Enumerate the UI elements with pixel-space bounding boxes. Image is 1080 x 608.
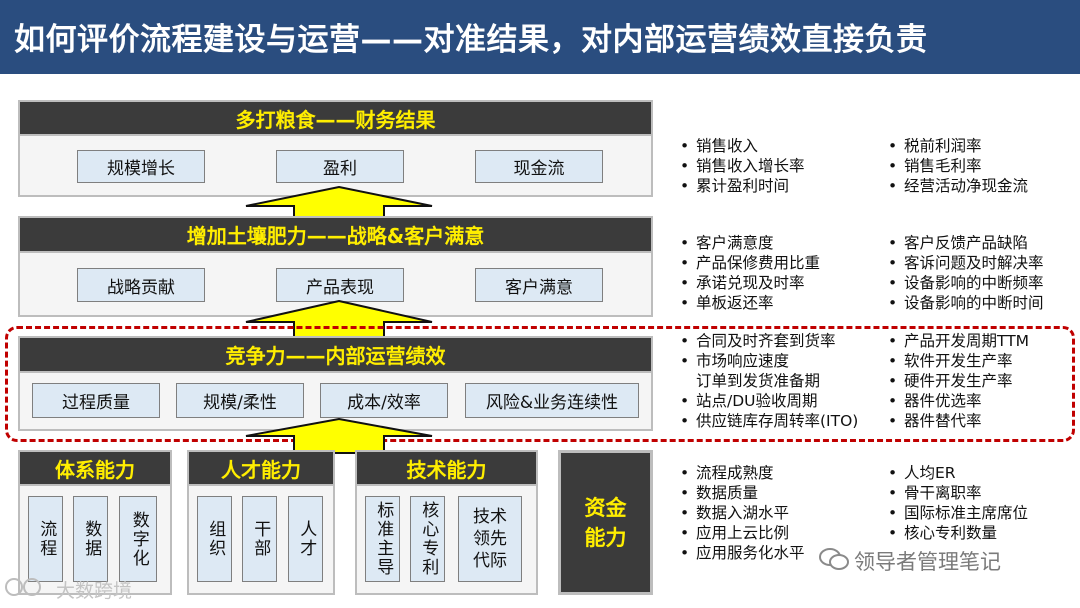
up-arrow-3 <box>245 418 433 454</box>
cap-item-process: 流程 <box>28 496 63 582</box>
metric-item: 客诉问题及时解决率 <box>884 253 1044 273</box>
metric-item: 销售收入 <box>676 136 805 156</box>
cap-item-digital: 数字化 <box>119 496 157 582</box>
cell-product-performance: 产品表现 <box>276 268 404 302</box>
strategy-metrics-right: 客户反馈产品缺陷 客诉问题及时解决率 设备影响的中断频率 设备影响的中断时间 <box>884 233 1044 313</box>
cap-item-standard-lead: 标准主导 <box>365 496 400 582</box>
cell-scale-growth: 规模增长 <box>77 150 205 183</box>
metric-item: 器件替代率 <box>884 411 1029 431</box>
fund-capability-box: 资金 能力 <box>558 450 653 595</box>
talent-capability-header: 人才能力 <box>187 450 335 486</box>
strategy-header: 增加土壤肥力——战略&客户满意 <box>18 216 653 253</box>
metric-item: 数据入湖水平 <box>676 503 805 523</box>
competitive-metrics-right: 产品开发周期TTM 软件开发生产率 硬件开发生产率 器件优选率 器件替代率 <box>884 331 1029 431</box>
metric-item: 数据质量 <box>676 483 805 503</box>
title-bar: 如何评价流程建设与运营——对准结果，对内部运营绩效直接负责 <box>0 0 1080 74</box>
metric-item: 销售毛利率 <box>884 156 1028 176</box>
competitive-header: 竞争力——内部运营绩效 <box>18 336 653 373</box>
watermark-right: 领导者管理笔记 <box>854 550 1001 574</box>
metric-item: 设备影响的中断频率 <box>884 273 1044 293</box>
fund-line-1: 资金 <box>584 495 627 520</box>
metric-item: 应用服务化水平 <box>676 543 805 563</box>
strategy-metrics-left: 客户满意度 产品保修费用比重 承诺兑现及时率 单板返还率 <box>676 233 820 313</box>
watermark-left: 大数跨境 <box>56 580 133 602</box>
financial-metrics-right: 税前利润率 销售毛利率 经营活动净现金流 <box>884 136 1028 196</box>
capability-metrics-left: 流程成熟度 数据质量 数据入湖水平 应用上云比例 应用服务化水平 <box>676 463 805 563</box>
cap-item-core-patent: 核心专利 <box>410 496 445 582</box>
metric-item: 设备影响的中断时间 <box>884 293 1044 313</box>
metric-item: 客户满意度 <box>676 233 820 253</box>
metric-item: 软件开发生产率 <box>884 351 1029 371</box>
metric-item: 累计盈利时间 <box>676 176 805 196</box>
metric-item: 经营活动净现金流 <box>884 176 1028 196</box>
watermark-logo-icon <box>5 578 41 596</box>
cap-item-digital-label: 数字化 <box>128 510 149 568</box>
metric-item: 核心专利数量 <box>884 523 1028 543</box>
financial-metrics-left: 销售收入 销售收入增长率 累计盈利时间 <box>676 136 805 196</box>
fund-line-2: 能力 <box>584 525 627 550</box>
highlight-dashed-frame <box>5 326 1075 442</box>
cell-cashflow: 现金流 <box>475 150 603 183</box>
metric-item: 国际标准主席席位 <box>884 503 1028 523</box>
metric-item: 供应链库存周转率(ITO) <box>676 411 858 431</box>
cell-profit: 盈利 <box>276 150 404 183</box>
metric-item: 销售收入增长率 <box>676 156 805 176</box>
wechat-icon <box>819 548 849 570</box>
cap-item-talent: 人才 <box>288 496 323 582</box>
capability-metrics-right: 人均ER 骨干离职率 国际标准主席席位 核心专利数量 <box>884 463 1028 543</box>
metric-item: 人均ER <box>884 463 1028 483</box>
cap-item-cadre-label: 干部 <box>250 520 271 558</box>
page-title: 如何评价流程建设与运营——对准结果，对内部运营绩效直接负责 <box>14 22 928 58</box>
cap-item-organization-label: 组织 <box>205 520 226 558</box>
metric-item: 订单到发货准备期 <box>696 372 821 390</box>
metric-item: 产品开发周期TTM <box>884 331 1029 351</box>
cap-item-tech-generation: 技术 领先 代际 <box>458 496 522 582</box>
metric-item: 客户反馈产品缺陷 <box>884 233 1044 253</box>
metric-item: 合同及时齐套到货率 <box>676 331 858 351</box>
cell-process-quality: 过程质量 <box>32 383 160 418</box>
metric-item: 应用上云比例 <box>676 523 805 543</box>
financial-header: 多打粮食——财务结果 <box>18 100 653 136</box>
metric-item: 站点/DU验收周期 <box>676 391 858 411</box>
competitive-metrics-left: 合同及时齐套到货率 市场响应速度 订单到发货准备期 站点/DU验收周期 供应链库… <box>676 331 858 431</box>
cap-item-data-label: 数据 <box>81 520 102 558</box>
cap-item-standard-lead-label: 标准主导 <box>373 501 394 577</box>
metric-item: 硬件开发生产率 <box>884 371 1029 391</box>
tech-generation-line-3: 代际 <box>473 551 507 571</box>
cap-item-organization: 组织 <box>197 496 232 582</box>
tech-capability-header: 技术能力 <box>355 450 538 486</box>
cap-item-process-label: 流程 <box>36 520 57 558</box>
cell-strategic-contribution: 战略贡献 <box>77 268 205 302</box>
metric-item: 流程成熟度 <box>676 463 805 483</box>
system-capability-header: 体系能力 <box>18 450 172 486</box>
cell-risk-continuity: 风险&业务连续性 <box>465 383 639 418</box>
cap-item-data: 数据 <box>73 496 108 582</box>
cap-item-core-patent-label: 核心专利 <box>418 501 439 577</box>
cap-item-talent-label: 人才 <box>296 520 317 558</box>
cell-cost-efficiency: 成本/效率 <box>320 383 448 418</box>
metric-item: 骨干离职率 <box>884 483 1028 503</box>
cap-item-cadre: 干部 <box>242 496 277 582</box>
tech-generation-line-1: 技术 <box>473 507 507 527</box>
metric-item: 市场响应速度 <box>676 351 858 371</box>
metric-item: 承诺兑现及时率 <box>676 273 820 293</box>
metric-item: 器件优选率 <box>884 391 1029 411</box>
metric-item: 单板返还率 <box>676 293 820 313</box>
metric-item: 税前利润率 <box>884 136 1028 156</box>
metric-item: 产品保修费用比重 <box>676 253 820 273</box>
cell-customer-satisfaction: 客户满意 <box>475 268 603 302</box>
tech-generation-line-2: 领先 <box>473 529 507 549</box>
cell-scale-flexibility: 规模/柔性 <box>176 383 304 418</box>
